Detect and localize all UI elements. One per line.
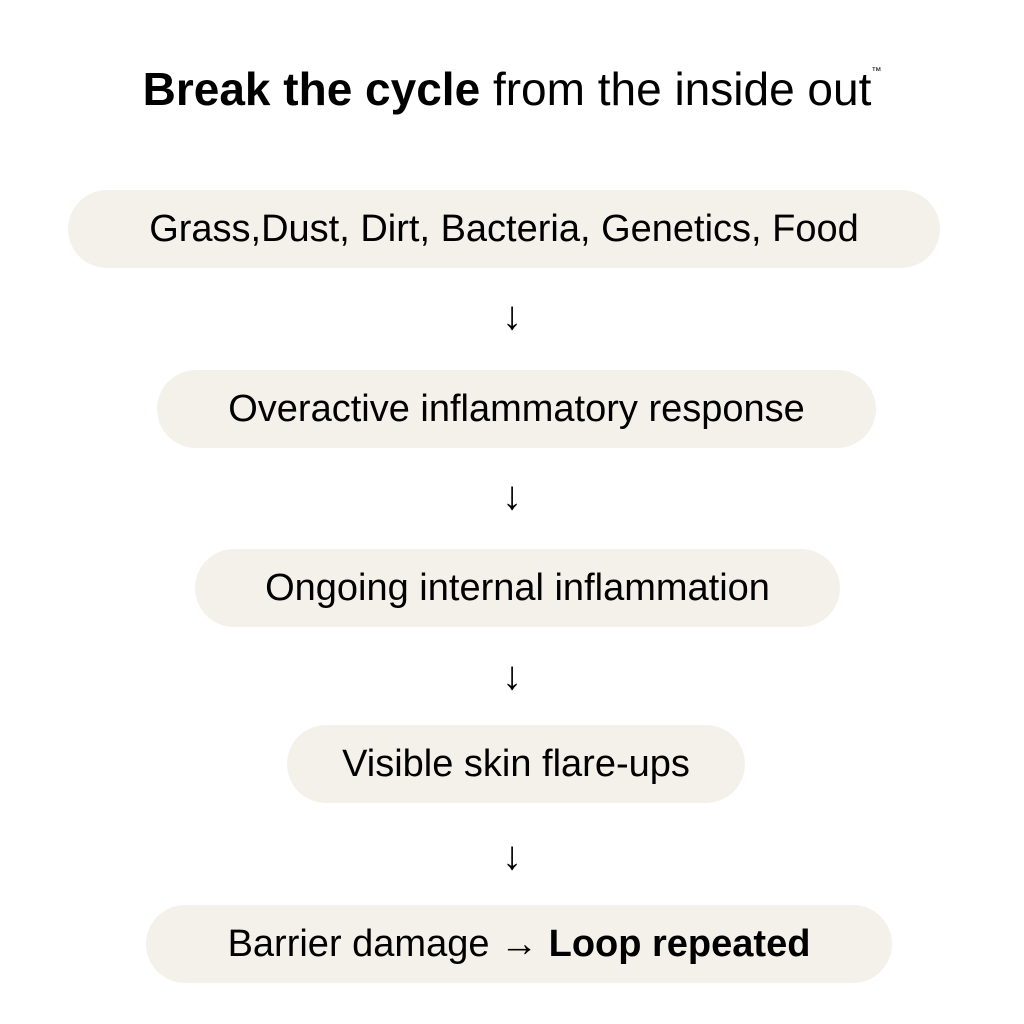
trademark: ™ [871, 66, 882, 77]
step-skin-flare-ups: Visible skin flare-ups [287, 725, 745, 803]
down-arrow-icon: ↓ [502, 654, 522, 698]
step-triggers: Grass,Dust, Dirt, Bacteria, Genetics, Fo… [68, 190, 940, 268]
title-regular: from the inside out [492, 63, 872, 115]
right-arrow-icon: → [500, 922, 539, 965]
title-bold: Break the cycle [142, 63, 481, 115]
down-arrow-icon: ↓ [502, 294, 522, 338]
down-arrow-icon: ↓ [502, 474, 522, 518]
barrier-damage-text: Barrier damage [227, 922, 490, 965]
step-barrier-damage: Barrier damage → Loop repeated [146, 905, 892, 983]
step-inflammatory-response: Overactive inflammatory response [157, 370, 876, 448]
page-title: Break the cycle from the inside out™ [0, 62, 1024, 116]
loop-repeated-text: Loop repeated [548, 922, 811, 965]
down-arrow-icon: ↓ [502, 834, 522, 878]
step-internal-inflammation: Ongoing internal inflammation [195, 549, 840, 627]
